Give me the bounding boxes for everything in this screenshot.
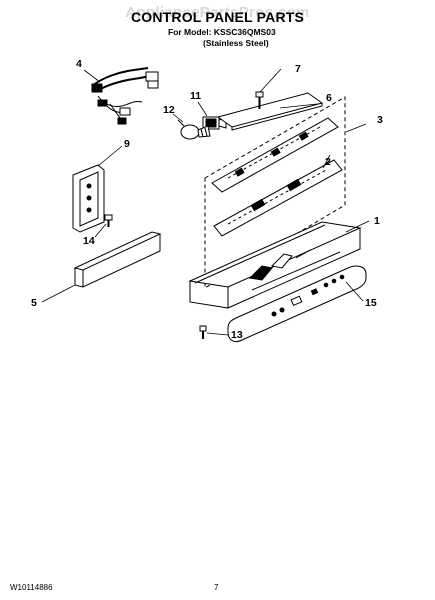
callout-7: 7 xyxy=(295,63,301,75)
watermark: AppliancePartsPros.com xyxy=(125,4,310,21)
screw-part-14 xyxy=(104,214,113,227)
callout-13: 13 xyxy=(231,329,243,341)
callout-4: 4 xyxy=(76,58,82,70)
light-bulb-part xyxy=(177,119,211,140)
trim-strip-part xyxy=(73,231,162,288)
callout-14: 14 xyxy=(83,235,95,247)
callout-3: 3 xyxy=(377,114,383,126)
callout-15: 15 xyxy=(365,297,377,309)
page-number: 7 xyxy=(214,583,219,592)
callout-12: 12 xyxy=(163,104,175,116)
callout-5: 5 xyxy=(31,297,37,309)
control-panel-fascia xyxy=(227,265,367,343)
electronic-assembly-boundary xyxy=(204,96,346,289)
callout-11: 11 xyxy=(190,90,202,102)
screw-part-13 xyxy=(199,325,207,339)
panel-bracket-part xyxy=(72,164,105,233)
touch-pad-part xyxy=(213,159,343,237)
control-panel-housing xyxy=(188,221,362,309)
callout-1: 1 xyxy=(374,215,380,227)
board-cover-part xyxy=(216,92,324,131)
switch-connector-part xyxy=(202,116,227,130)
callout-leader-lines xyxy=(41,68,370,336)
page-title: CONTROL PANEL PARTS xyxy=(130,9,305,25)
finish-line: (Stainless Steel) xyxy=(203,38,269,48)
callout-2: 2 xyxy=(325,156,331,168)
control-board-part xyxy=(211,117,339,193)
model-line: For Model: KSSC36QMS03 xyxy=(168,27,276,37)
screw-part-7 xyxy=(255,91,264,109)
wire-harness-part xyxy=(91,67,159,125)
callout-9: 9 xyxy=(124,138,130,150)
callout-6: 6 xyxy=(326,92,332,104)
document-code: W10114886 xyxy=(10,583,53,592)
